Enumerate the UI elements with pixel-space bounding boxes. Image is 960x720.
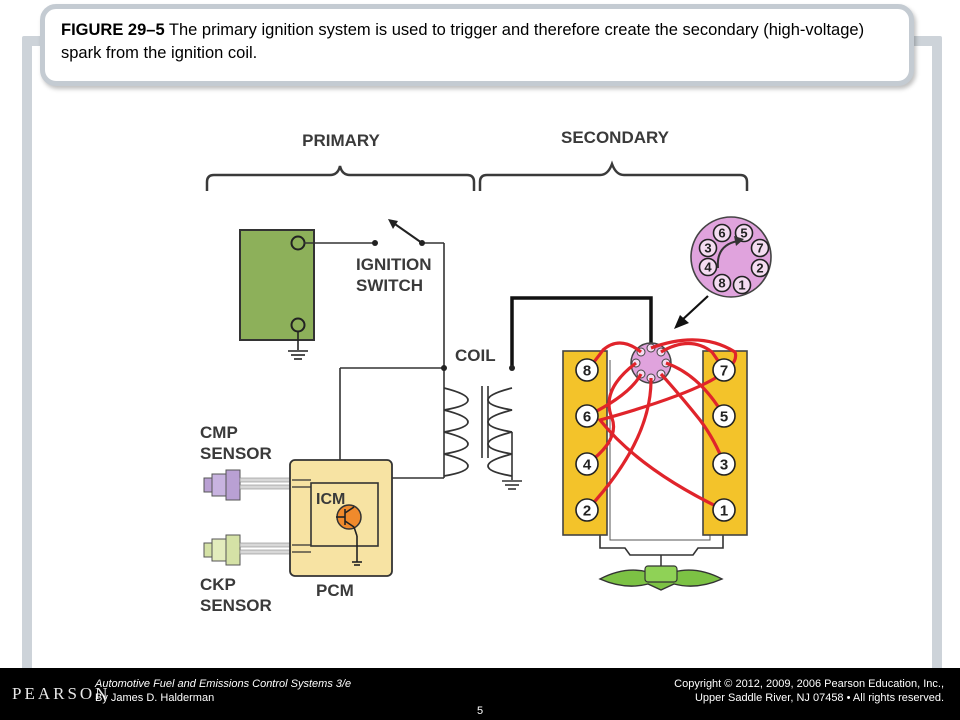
cylinder-6-marker-number: 6 [583,408,591,425]
cylinder-5-marker-number: 5 [720,408,728,425]
ckp-sensor-icon [203,534,293,566]
firing-terminal-8: 8 [712,273,732,293]
ckp-sensor-label-line1: CKP [200,575,236,594]
cylinder-markers-left: 8 6 4 2 [575,358,599,522]
figure-caption: FIGURE 29–5 The primary ignition system … [61,19,901,65]
cylinder-7-marker-number: 7 [720,362,728,379]
cylinder-markers-right: 7 5 3 1 [712,358,736,522]
firing-terminal-4-number: 4 [704,260,712,275]
cylinder-3-marker-number: 3 [720,456,728,473]
battery-ground-icon [288,331,308,360]
rotation-arrowhead-icon [734,236,744,246]
cylinder-6-marker: 6 [575,404,599,428]
battery-positive-terminal [290,235,306,251]
primary-label: PRIMARY [302,131,380,150]
firing-terminal-1-number: 1 [738,278,745,293]
firing-terminal-5-number: 5 [740,226,747,241]
firing-terminal-1: 1 [732,275,752,295]
cylinder-4-marker: 4 [575,452,599,476]
firing-terminal-7: 7 [750,238,770,258]
secondary-brace [478,160,749,191]
coil-secondary-winding [487,387,513,477]
coil-junction-dot [441,365,447,371]
coil-secondary-dot [509,365,515,371]
firing-terminal-2-number: 2 [756,261,763,276]
icm-box [310,482,379,547]
firing-terminal-6: 6 [712,223,732,243]
pearson-logo: PEARSON [12,684,111,703]
cylinder-2-marker: 2 [575,498,599,522]
firing-terminal-7-number: 7 [756,241,763,256]
coil-ground-icon [502,432,522,490]
ignition-diagram: PRIMARY SECONDARY IGNITION SWITCH [200,128,772,615]
slide-content-area [32,46,932,670]
cylinder-3-marker: 3 [712,452,736,476]
coil-label: COIL [455,346,496,365]
ckp-sensor-label-line2: SENSOR [200,596,272,615]
ignition-switch-label-line2: SWITCH [356,276,423,295]
book-title: Automotive Fuel and Emissions Control Sy… [95,678,352,690]
cylinder-1-marker-number: 1 [720,502,728,519]
firing-terminal-2: 2 [750,258,770,278]
cooling-fan-icon [598,555,724,591]
rotation-arrow-icon [716,240,739,269]
cylinder-8-marker: 8 [575,358,599,382]
sensor-signal-wires [292,479,311,553]
pcm-label: PCM [316,581,354,600]
switch-arrow-icon [388,219,398,229]
ignition-switch-label-line1: IGNITION [356,255,432,274]
book-author: By James D. Halderman [95,692,215,704]
cmp-sensor-label-line2: SENSOR [200,444,272,463]
transistor-leads [336,506,362,566]
cap-callout-arrow [680,295,709,322]
cylinder-8-marker-number: 8 [583,362,591,379]
coil-primary-winding [443,387,469,477]
cmp-sensor-icon [203,469,293,501]
firing-terminal-3-number: 3 [704,241,711,256]
cmp-sensor-label-line1: CMP [200,423,238,442]
firing-terminal-4: 4 [698,257,718,277]
cylinder-5-marker: 5 [712,404,736,428]
caption-box: FIGURE 29–5 The primary ignition system … [40,4,914,86]
icm-label: ICM [316,491,345,508]
firing-terminal-5: 5 [734,223,754,243]
cylinder-4-marker-number: 4 [583,456,592,473]
switch-contact-left [372,240,378,246]
coil-tower-wire [510,296,653,368]
firing-terminal-3: 3 [698,238,718,258]
firing-terminal-6-number: 6 [718,226,725,241]
caption-text: The primary ignition system is used to t… [61,21,865,62]
footer-book-info: Automotive Fuel and Emissions Control Sy… [95,677,351,705]
switch-lever [391,221,423,244]
footer-copyright: Copyright © 2012, 2009, 2006 Pearson Edu… [674,677,944,705]
secondary-label: SECONDARY [561,128,670,147]
footer-bar: PEARSON Automotive Fuel and Emissions Co… [0,668,960,720]
page-number: 5 [476,705,484,717]
cap-callout-arrowhead-icon [674,315,689,329]
cylinder-1-marker: 1 [712,498,736,522]
primary-brace [205,165,476,191]
copyright-line1: Copyright © 2012, 2009, 2006 Pearson Edu… [674,678,944,690]
copyright-line2: Upper Saddle River, NJ 07458 • All right… [694,692,944,704]
figure-label: FIGURE 29–5 [61,21,165,39]
cylinder-2-marker-number: 2 [583,502,591,519]
firing-terminal-8-number: 8 [718,276,725,291]
cylinder-7-marker: 7 [712,358,736,382]
battery-negative-terminal [290,317,306,333]
